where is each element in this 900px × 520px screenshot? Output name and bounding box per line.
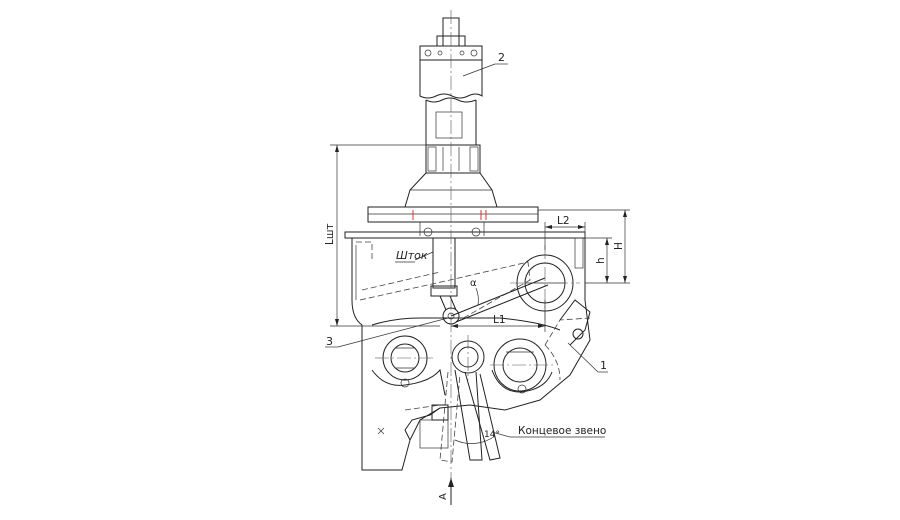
stopper-housing bbox=[351, 10, 591, 480]
dim-l1: L1 bbox=[493, 314, 506, 326]
dim-h-upper: H bbox=[613, 242, 625, 250]
label-item-1: 1 bbox=[600, 359, 607, 372]
mounting-plate bbox=[344, 206, 586, 239]
dim-l2: L2 bbox=[557, 215, 570, 227]
dim-h-lower: h bbox=[595, 257, 607, 264]
angle-14: 14° bbox=[484, 430, 500, 440]
label-end-link: Концевое звено bbox=[518, 425, 606, 437]
dim-lsht: Lшт bbox=[324, 223, 336, 245]
piston-rod bbox=[430, 237, 460, 325]
dimension-lines bbox=[325, 63, 630, 505]
label-view-a: А bbox=[438, 493, 449, 500]
hydraulic-cylinder bbox=[404, 17, 498, 208]
angle-alpha: α bbox=[470, 278, 477, 289]
label-rod: Шток bbox=[396, 249, 428, 262]
label-item-3: 3 bbox=[326, 335, 333, 348]
label-item-2: 2 bbox=[498, 51, 505, 64]
labels: 2 1 3 Шток Концевое звено А Lшт L1 L2 H … bbox=[324, 51, 625, 500]
